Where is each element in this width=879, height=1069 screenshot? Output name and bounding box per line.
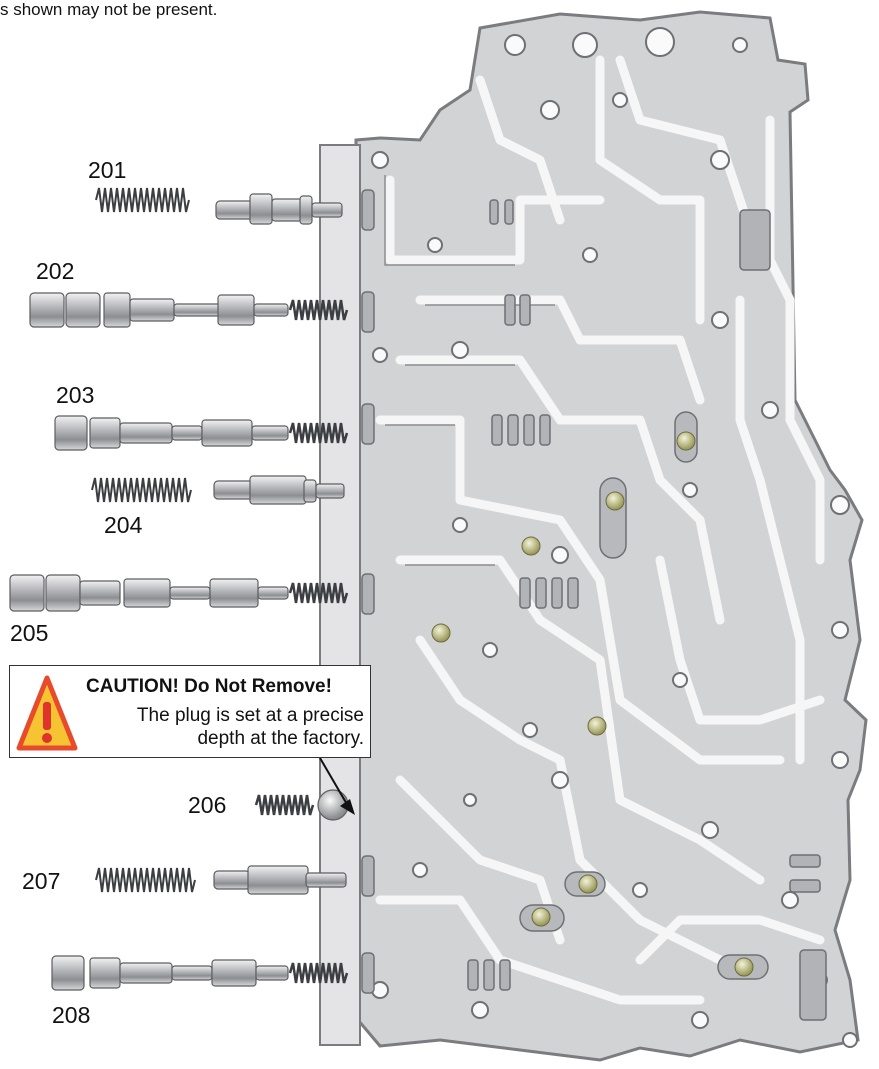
caution-line-1: The plug is set at a precise — [136, 705, 364, 726]
callout-202: 202 — [36, 258, 75, 284]
valve-assembly-206 — [254, 789, 349, 821]
callout-206: 206 — [188, 792, 227, 818]
valve-assembly-204 — [91, 475, 345, 505]
valve-assembly-205 — [9, 574, 349, 612]
caution-title: CAUTION! Do Not Remove! — [86, 676, 332, 697]
callout-204: 204 — [104, 512, 143, 538]
valve-assembly-203 — [54, 415, 349, 451]
check-ball — [531, 907, 551, 927]
fluid-channels — [375, 55, 825, 1005]
check-ball — [431, 623, 451, 643]
spring — [91, 477, 192, 503]
caution-box: CAUTION! Do Not Remove! The plug is set … — [9, 665, 371, 758]
partial-note-text: s shown may not be present. — [0, 0, 218, 19]
callout-208: 208 — [52, 1002, 91, 1028]
valve-assembly-208 — [51, 955, 349, 991]
spring — [95, 867, 196, 893]
callout-201: 201 — [88, 157, 127, 183]
check-ball — [521, 536, 541, 556]
warning-triangle-icon — [16, 675, 78, 751]
valve-assembly-201 — [95, 187, 343, 225]
spring — [288, 422, 349, 444]
exploded-valves — [9, 187, 349, 991]
check-balls — [431, 411, 769, 980]
check-ball — [605, 491, 625, 511]
check-ball — [578, 874, 598, 894]
caution-body: The plug is set at a precise depth at th… — [86, 704, 364, 750]
bolt-holes — [371, 27, 858, 1048]
valve-assembly-202 — [29, 292, 349, 328]
spring — [95, 187, 190, 213]
callout-205: 205 — [10, 620, 49, 646]
spring — [288, 299, 349, 321]
callout-207: 207 — [22, 868, 61, 894]
spring — [288, 962, 349, 984]
spring — [288, 582, 349, 604]
caution-pointer-arrow — [319, 757, 355, 815]
spring — [254, 794, 315, 816]
check-ball — [676, 431, 696, 451]
caution-line-2: depth at the factory. — [197, 728, 364, 749]
check-ball — [734, 957, 754, 977]
valve-bores — [361, 189, 827, 1021]
callout-203: 203 — [56, 382, 95, 408]
fluid-channel-outlines — [384, 175, 555, 566]
check-ball — [587, 716, 607, 736]
valve-assembly-207 — [95, 865, 347, 895]
